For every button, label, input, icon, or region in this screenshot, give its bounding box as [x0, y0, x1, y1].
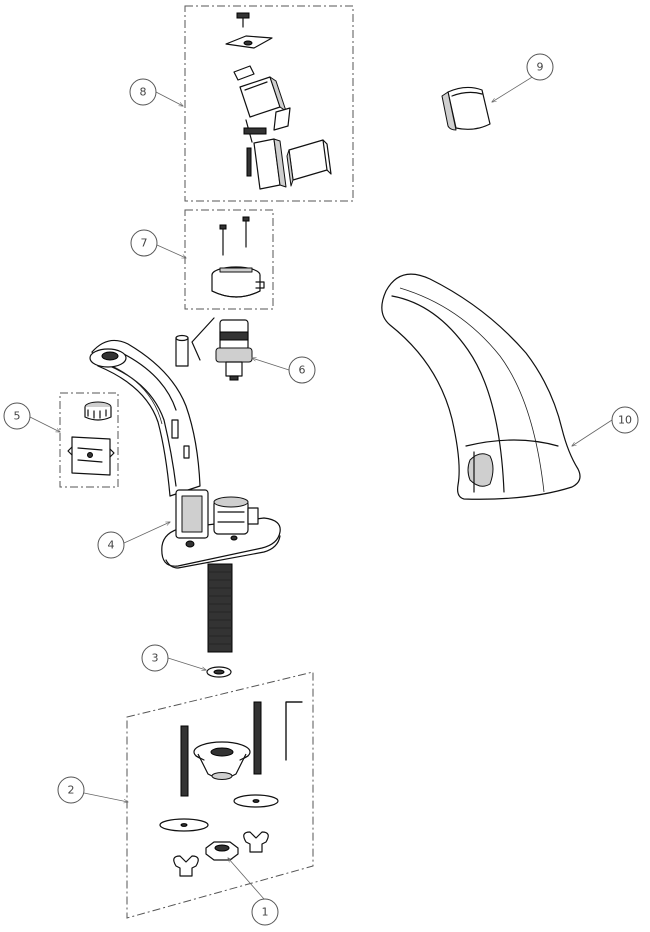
callout-4: 4 — [97, 531, 125, 559]
callout-6: 6 — [288, 356, 316, 384]
aerator-key-part — [67, 436, 115, 476]
cartridge-part-6 — [175, 317, 253, 381]
callout-leaders — [29, 65, 613, 900]
aerator-part — [84, 401, 112, 421]
callout-10: 10 — [611, 406, 639, 434]
part-group-7 — [184, 209, 274, 310]
spout-cover-part-10 — [381, 273, 581, 500]
callout-5: 5 — [3, 402, 31, 430]
hex-nut-part — [205, 841, 239, 861]
callout-2: 2 — [57, 776, 85, 804]
callout-7: 7 — [130, 229, 158, 257]
callout-1: 1 — [251, 898, 279, 926]
callout-4-label: 4 — [108, 539, 115, 552]
callout-8: 8 — [129, 78, 157, 106]
mounting-stud-right — [253, 701, 262, 775]
callout-3: 3 — [141, 644, 169, 672]
cover-part — [286, 139, 332, 187]
solenoid-block-part — [246, 138, 287, 190]
bracket-plate-part — [225, 35, 273, 49]
wing-nut-right — [243, 831, 269, 853]
callout-7-label: 7 — [141, 237, 148, 250]
long-screw-left — [219, 224, 227, 256]
gasket-left — [159, 818, 209, 832]
callout-9-label: 9 — [537, 61, 544, 74]
part-group-5 — [59, 392, 119, 488]
gasket-right — [233, 794, 279, 808]
mounting-stud-left — [180, 725, 189, 797]
clamp-ring-part — [211, 266, 265, 298]
callout-3-label: 3 — [152, 652, 159, 665]
callout-9: 9 — [526, 53, 554, 81]
part-group-8 — [184, 5, 354, 202]
callout-8-label: 8 — [140, 86, 147, 99]
callout-1-label: 1 — [262, 906, 269, 919]
sensor-housing-part — [233, 65, 291, 143]
part-group-2 — [126, 671, 314, 919]
cap-part-9 — [441, 86, 491, 131]
long-screw-right — [242, 216, 250, 248]
faucet-body-part-4 — [89, 339, 281, 653]
callout-2-label: 2 — [68, 784, 75, 797]
wing-nut-left — [173, 855, 199, 877]
callout-5-label: 5 — [14, 410, 21, 423]
callout-10-label: 10 — [618, 414, 632, 427]
washer-part-3 — [206, 666, 232, 678]
hex-key-part — [285, 701, 303, 761]
threaded-shank — [207, 563, 233, 653]
screw-part — [236, 12, 250, 28]
mounting-bracket-part — [193, 741, 251, 780]
callout-6-label: 6 — [299, 364, 306, 377]
